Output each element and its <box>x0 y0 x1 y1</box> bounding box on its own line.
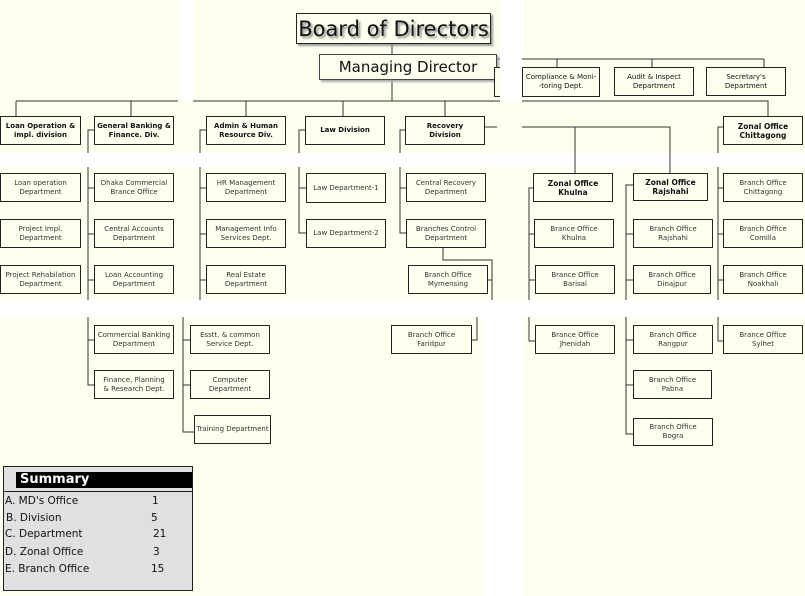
summary-panel: Summary A. MD's Office 1 B. Division 5 C… <box>3 466 193 591</box>
gap <box>178 0 193 101</box>
loan-acc-box: Loan Accounting Department <box>94 265 174 294</box>
pabna-box: Branch Office Pabna <box>633 370 712 399</box>
chittagong-box: Zonal Office Chittagong <box>723 116 803 145</box>
loan-op-box: Loan Operation & impl. division <box>0 116 81 145</box>
divider <box>4 491 192 492</box>
training-box: Training Department <box>194 415 271 444</box>
law-box: Law Division <box>305 116 385 145</box>
project-rehab-box: Project Rehabilation Department <box>0 265 81 294</box>
central-acc-box: Central Accounts Department <box>94 219 174 248</box>
bogra-box: Branch Office Bogra <box>633 418 713 446</box>
faridpur-box: Branch Office Faridpur <box>391 325 472 354</box>
noakhali-box: Branch Office Noakhali <box>723 265 803 294</box>
khulna-box: Zonal Office Khulna <box>533 173 613 202</box>
summary-title: Summary <box>16 472 192 488</box>
audit-box: Audit & Inspect Department <box>614 67 694 96</box>
esstt-box: Esstt. & common Service Dept. <box>190 325 270 354</box>
gap <box>0 300 805 317</box>
sylhet-box: Brance Office Sylhet <box>723 325 803 354</box>
partial-box <box>494 67 500 97</box>
summary-label: C. Department <box>5 528 83 540</box>
recovery-box: Recovery Division <box>405 116 485 145</box>
rajshahi-box: Zonal Office Rajshahi <box>633 173 708 201</box>
mymensing-box: Branch Office Mymensing <box>408 265 488 294</box>
summary-value: 3 <box>153 546 160 558</box>
comilla-box: Branch Office Comilla <box>723 219 803 248</box>
rangpur-box: Branch Office Rangpur <box>633 325 713 354</box>
finance-plan-box: Finance, Planning & Research Dept. <box>94 370 174 399</box>
hr-box: HR Management Department <box>206 173 286 202</box>
computer-box: Computer Department <box>190 370 270 399</box>
branches-control-box: Branches Control Department <box>406 219 486 248</box>
project-impl-box: Project Impl. Department <box>0 219 81 248</box>
summary-label: B. Division <box>6 512 62 524</box>
summary-label: A. MD's Office <box>5 495 79 507</box>
summary-label: E. Branch Office <box>5 563 90 575</box>
gen-bank-box: General Banking & Finance. Div. <box>94 116 174 145</box>
law2-box: Law Department-2 <box>306 219 386 248</box>
compliance-box: Compliance & Moni- -toring Dept. <box>522 67 600 97</box>
real-estate-box: Real Estate Department <box>206 265 286 294</box>
gap <box>0 153 805 167</box>
mis-box: Management Info Services Dept. <box>206 219 286 248</box>
jhenidah-box: Brance Office Jhenidah <box>535 325 615 354</box>
summary-value: 1 <box>152 495 159 507</box>
khulna-b-box: Brance Office Khulna <box>534 219 614 248</box>
summary-value: 15 <box>151 563 165 575</box>
loan-op-dept-box: Loan operation Department <box>0 173 81 202</box>
comm-bank-box: Commercial Banking Department <box>94 325 174 354</box>
rajshahi-b-box: Branch Office Rajshahi <box>633 219 713 248</box>
managing-director-box: Managing Director <box>319 54 497 80</box>
summary-value: 21 <box>153 528 167 540</box>
gap <box>482 300 523 596</box>
gap <box>500 0 522 101</box>
secretary-box: Secretary's Department <box>706 67 786 96</box>
summary-label: D. Zonal Office <box>5 546 84 558</box>
summary-value: 5 <box>151 512 158 524</box>
dinajpur-box: Branch Office Dinajpur <box>633 265 711 294</box>
dhaka-comm-box: Dhaka Commercial Brance Office <box>94 173 174 202</box>
barisal-box: Brance Office Barisal <box>535 265 615 294</box>
admin-box: Admin & Human Resource Div. <box>206 116 286 145</box>
law1-box: Law Department-1 <box>306 173 386 203</box>
board-of-directors-box: Board of Directors <box>296 13 491 44</box>
chittagong-b-box: Branch Office Chittagong <box>723 173 803 202</box>
central-recovery-box: Central Recovery Department <box>406 173 486 202</box>
